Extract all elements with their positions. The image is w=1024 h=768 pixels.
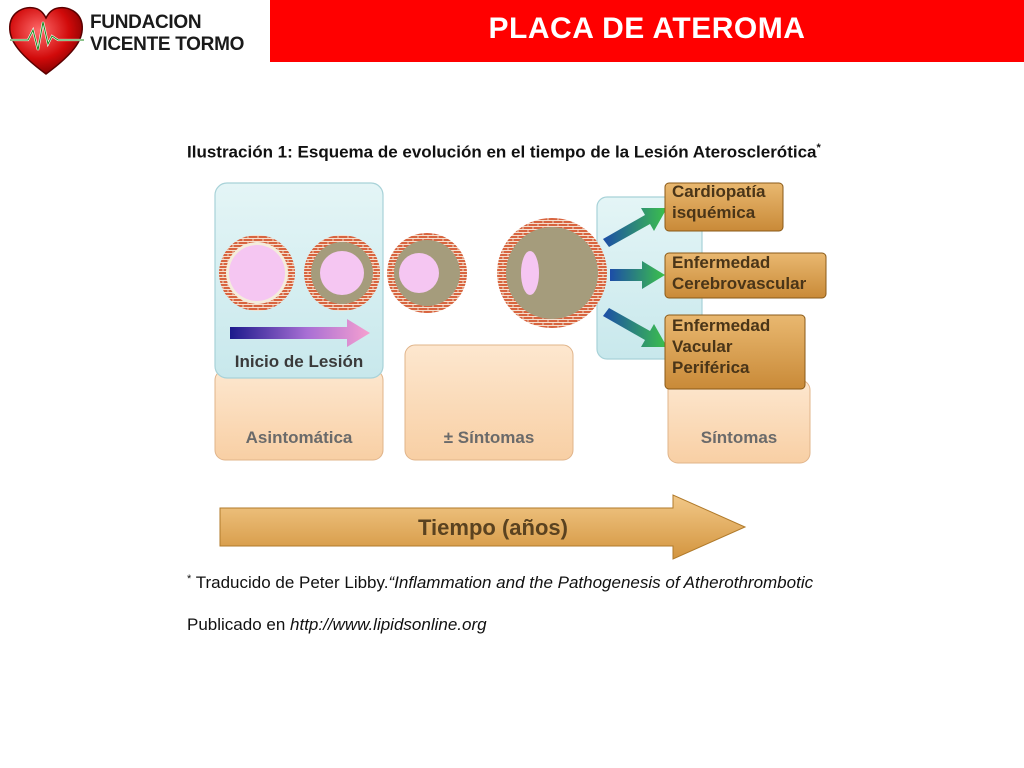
logo-line-1: FUNDACION [90,12,202,33]
footnote-citation: “Inflammation and the Pathogenesis of At… [388,573,814,592]
stage-label-asintomatica: Asintomática [246,428,353,447]
artery-intermediate [387,233,467,313]
inicio-label: Inicio de Lesión [235,352,363,371]
artery-normal [219,235,295,311]
foundation-logo: FUNDACION VICENTE TORMO [6,4,266,78]
logo-line-2: VICENTE TORMO [90,34,245,55]
atheroma-diagram: Inicio de Lesión Cardiopatía isquémica E… [205,175,845,570]
footnote-mark: * [187,573,192,585]
inicio-arrow [230,319,370,347]
figure-caption: Ilustración 1: Esquema de evolución en e… [187,142,821,163]
time-label: Tiempo (años) [418,515,568,540]
time-arrow [219,494,747,560]
arrow-to-periferica [603,308,667,347]
artery-early [304,235,380,311]
published-prefix: Publicado en [187,615,291,634]
footnote: * Traducido de Peter Libby.“Inflammation… [187,573,923,593]
footnote-prefix: Traducido de Peter Libby. [191,573,389,592]
diagram-svg: Inicio de Lesión Cardiopatía isquémica E… [214,182,827,560]
outcome-3-line3: Periférica [672,358,750,377]
outcome-1-line1: Cardiopatía [672,182,766,201]
stage-box-sintomas-variable [404,344,574,461]
page-title: PLACA DE ATEROMA [488,12,806,45]
arrow-to-cardiopatia [603,208,667,247]
stage-box-sintomas [667,379,811,464]
title-bar: PLACA DE ATEROMA [270,0,1024,62]
outcome-3-line2: Vacular [672,337,733,356]
artery-advanced [497,218,607,328]
outcome-1-line2: isquémica [672,203,756,222]
stage-label-sintomas: Síntomas [701,428,778,447]
outcome-box-cerebrovascular [664,252,827,299]
heart-icon [8,6,84,75]
outcome-box-periferica [664,314,806,390]
outcome-3-line1: Enfermedad [672,316,770,335]
published-url: http://www.lipidsonline.org [290,615,487,634]
caption-text: Ilustración 1: Esquema de evolución en e… [187,142,817,162]
outcome-2-line1: Enfermedad [672,253,770,272]
published-line: Publicado en http://www.lipidsonline.org [187,615,487,635]
stage-label-sintomas-variable: ± Síntomas [444,428,535,447]
outcome-2-line2: Cerebrovascular [672,274,807,293]
outcome-box-cardiopatia [664,182,784,232]
arrow-to-cerebrovascular [610,261,665,289]
caption-mark: * [816,142,821,154]
